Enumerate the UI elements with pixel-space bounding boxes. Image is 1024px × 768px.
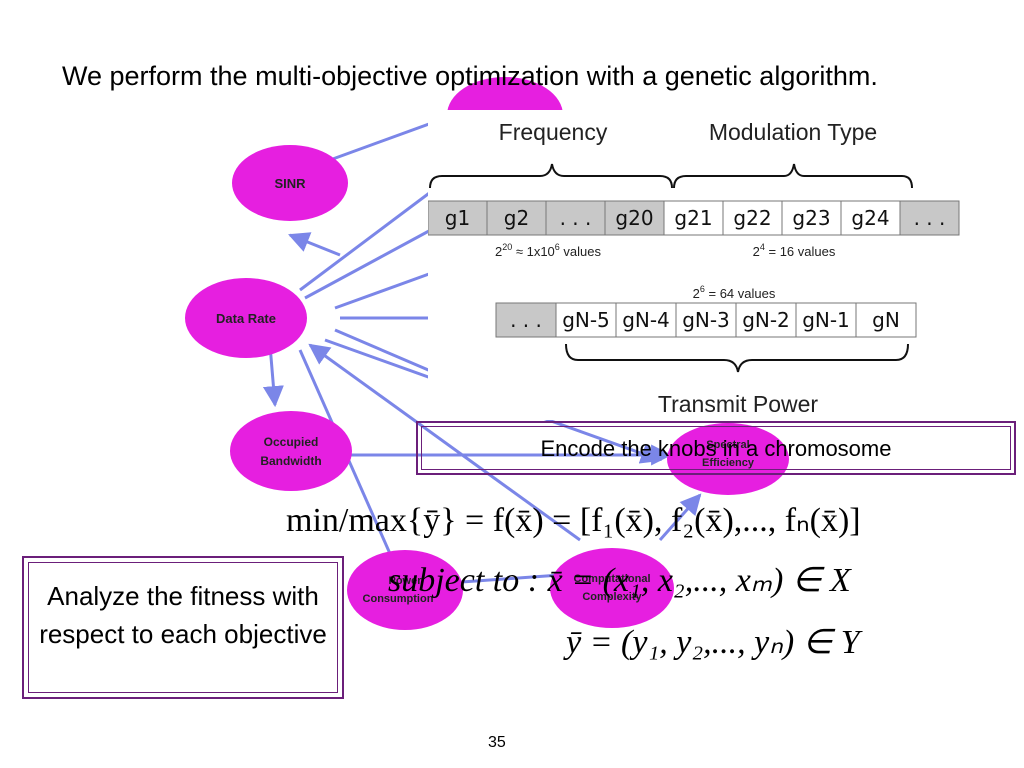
gene-cell (899, 200, 960, 236)
gene-label: g22 (733, 206, 771, 230)
gene-cell (675, 302, 737, 338)
gene-label: gN-1 (802, 308, 850, 332)
chromosome-panel: Frequency Modulation Type g1 g2 . . . g20 g2… (427, 110, 988, 420)
node-occupied-bandwidth (230, 411, 352, 491)
edge-datarate-bandwidth (262, 344, 284, 408)
fitness-callout: Analyze the fitness with respect to each… (22, 556, 344, 699)
slide-title: We perform the multi-objective optimizat… (62, 61, 878, 91)
gene-label: gN-3 (682, 308, 730, 332)
encode-label: Encode the knobs in a chromosome (421, 426, 1011, 470)
gene-label: g23 (792, 206, 830, 230)
gene-label: g24 (851, 206, 889, 230)
node-sinr-label: SINR (274, 176, 306, 191)
transmit-power-brace (565, 343, 909, 373)
gene-cell (781, 200, 842, 236)
fitness-label: Analyze the fitness with respect to each… (28, 562, 338, 693)
edge-power-sinr (288, 232, 341, 257)
frequency-brace (429, 163, 673, 189)
gene-cell (855, 302, 917, 338)
edge-datarate-5 (334, 328, 441, 377)
frequency-note: 220 ≈ 1x106 values (495, 242, 602, 259)
modulation-note: 24 = 16 values (753, 242, 836, 259)
page-number: 35 (488, 734, 506, 751)
node-data-rate-label: Data Rate (216, 311, 276, 326)
node-sinr (232, 145, 348, 221)
gene-cell (486, 200, 547, 236)
gene-label: gN-4 (622, 308, 670, 332)
gene-label: g1 (445, 206, 470, 230)
frequency-label: Frequency (499, 119, 608, 145)
node-power-consumption-label-1: Power (388, 575, 422, 587)
edge-sinr-top (329, 118, 441, 162)
edge-complexity-datarate (308, 343, 581, 542)
bottom-gene-row: . . . gN-5 gN-4 gN-3 gN-2 gN-1 gN (495, 302, 917, 338)
gene-cell (735, 302, 797, 338)
node-computational-complexity (550, 548, 674, 628)
modulation-label: Modulation Type (709, 119, 877, 145)
node-spectral-efficiency (667, 423, 789, 495)
node-spectral-efficiency-label-2: Efficiency (702, 457, 755, 469)
gene-label: gN-2 (742, 308, 790, 332)
chromosome-diagram: Frequency Modulation Type g1 g2 . . . g20 g2… (427, 119, 960, 417)
gene-cell (840, 200, 901, 236)
modulation-brace (673, 163, 913, 189)
node-occupied-bandwidth-label-2: Bandwidth (260, 454, 321, 468)
gene-label: . . . (560, 206, 592, 230)
gene-cell (604, 200, 665, 236)
gene-cell (555, 302, 617, 338)
output-equation: ȳ = (y₁, y₂,..., yₙ) ∈ Y (566, 624, 860, 661)
gene-label: . . . (914, 206, 946, 230)
gene-label: g21 (674, 206, 712, 230)
edge-datarate-3 (334, 268, 441, 310)
power-note: 26 = 64 values (693, 284, 776, 301)
gene-cell (795, 302, 857, 338)
gene-label: g2 (504, 206, 529, 230)
gene-cell (545, 200, 606, 236)
node-spectral-efficiency-label-1: Spectral (706, 439, 749, 451)
node-data-rate (185, 278, 307, 358)
gene-cell (722, 200, 783, 236)
transmit-power-label: Transmit Power (658, 391, 819, 417)
encode-callout: Encode the knobs in a chromosome (416, 421, 1016, 475)
edge-datarate-1 (299, 183, 441, 292)
graph-nodes: SINR Data Rate Occupied Bandwidth Spectr… (185, 77, 789, 630)
node-computational-complexity-label-2: Complexity (582, 591, 642, 603)
edge-complexity-spectral (658, 493, 702, 541)
node-occupied-bandwidth-label-1: Occupied (264, 435, 319, 449)
gene-label: . . . (510, 308, 542, 332)
gene-label: gN-5 (562, 308, 610, 332)
gene-label: g20 (615, 206, 653, 230)
node-power-consumption (347, 550, 463, 630)
gene-cell (495, 302, 557, 338)
edge-datarate-2 (304, 223, 441, 300)
node-power-consumption-label-2: Consumption (363, 593, 434, 605)
node-computational-complexity-label-1: Computational (574, 573, 651, 585)
objective-equation: min/max{ȳ} = f(x̄) = [f₁(x̄), f₂(x̄),...… (286, 502, 861, 539)
gene-label: gN (872, 308, 900, 332)
constraint-equation: subject to : x̄ = (x₁, x₂,..., xₘ) ∈ X (388, 562, 851, 599)
top-gene-row: g1 g2 . . . g20 g21 g22 g23 g24 . . . (427, 200, 960, 236)
